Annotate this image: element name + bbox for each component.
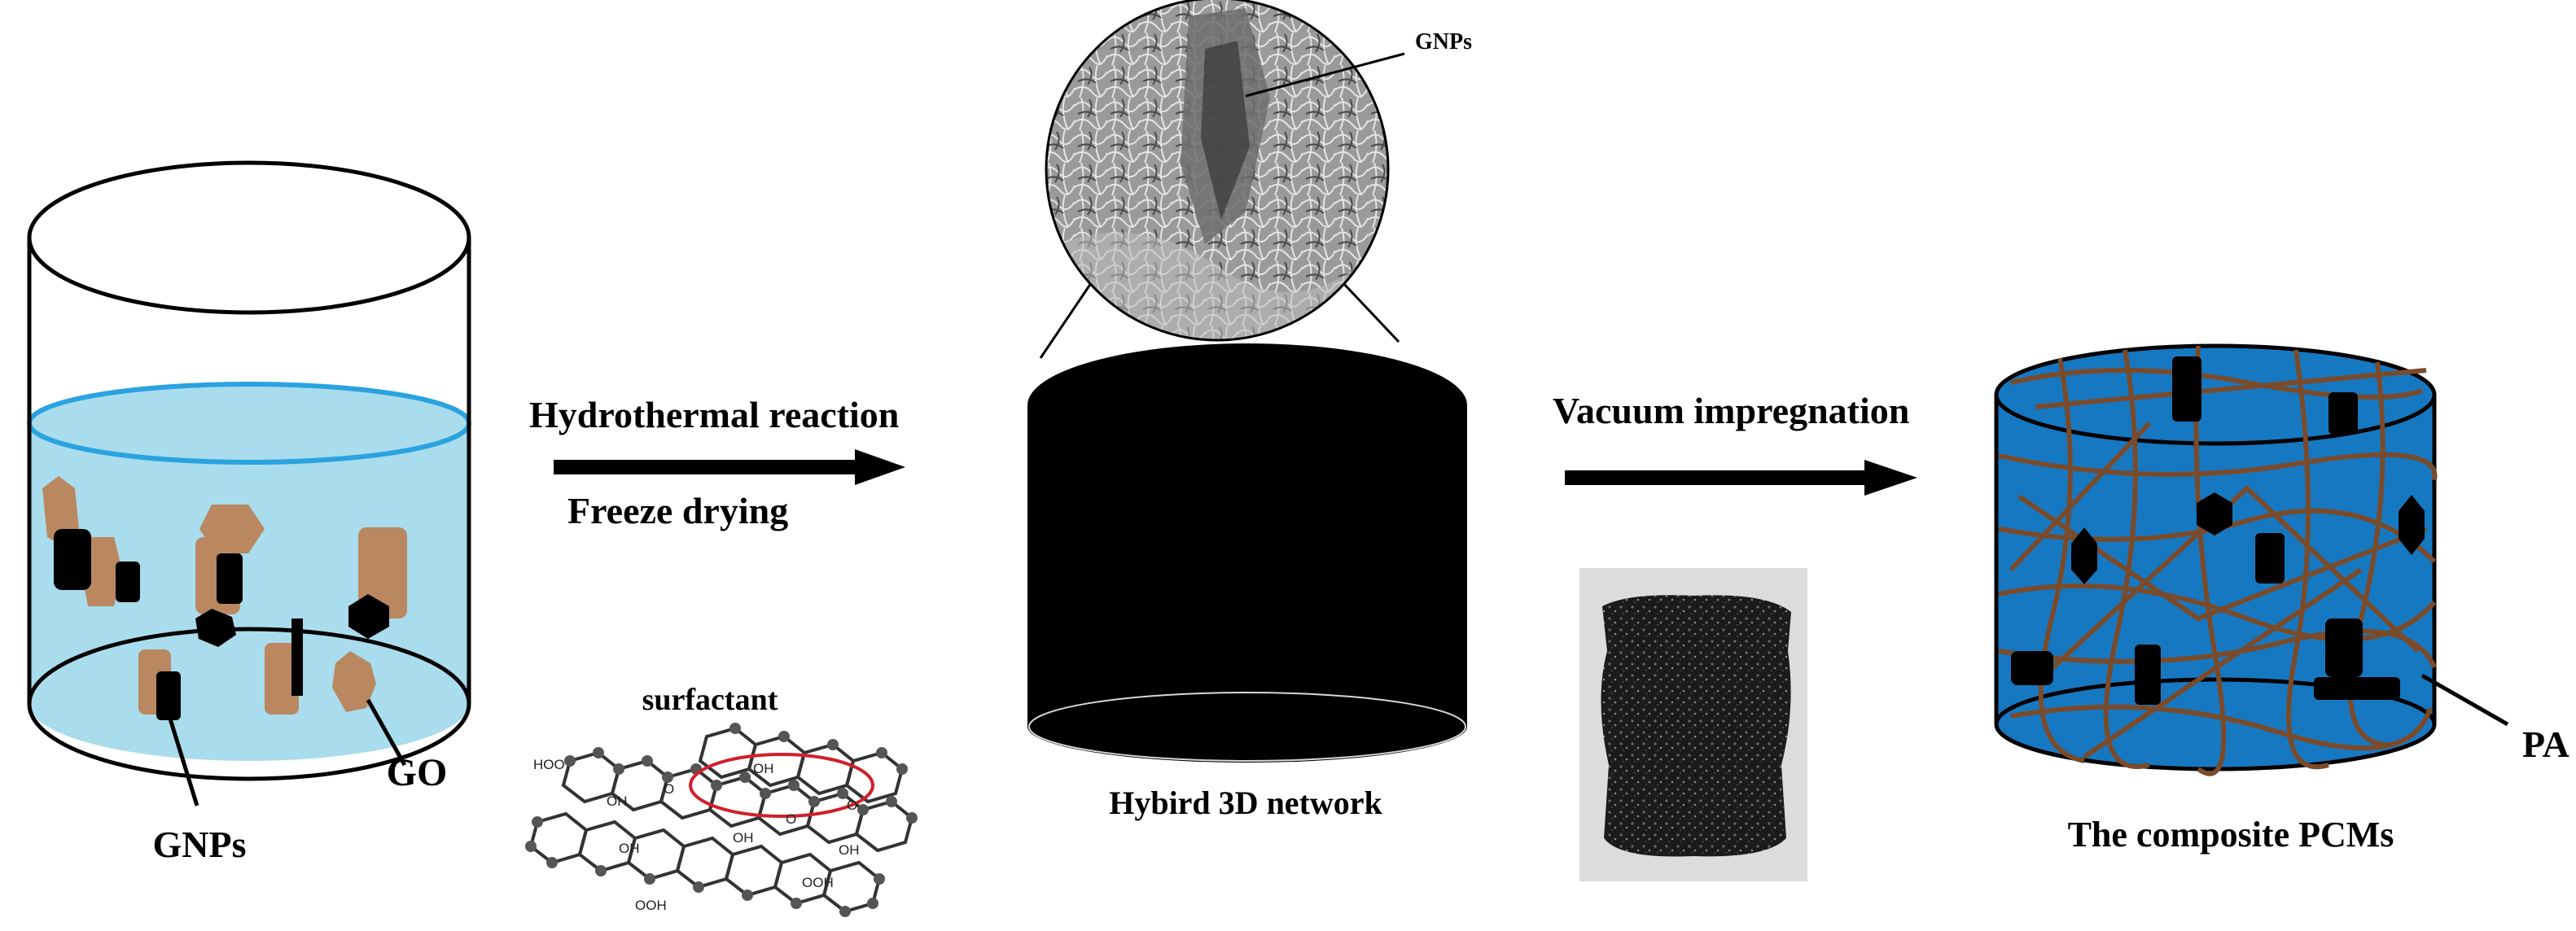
water-surface [27, 382, 471, 465]
group-o-3: O [847, 798, 857, 813]
zoom-line-left [1039, 282, 1093, 359]
step-1-arrow-head [855, 449, 905, 485]
gnp-particles [54, 529, 389, 720]
group-hoo: HOO [533, 757, 565, 772]
group-oh-3: OH [619, 841, 640, 856]
step-1: Hydrothermal reaction Freeze drying [529, 394, 905, 531]
step-2: Vacuum impregnation [1553, 390, 1917, 496]
hydrothermal-label: Hydrothermal reaction [529, 394, 899, 435]
zoom-line-right [1342, 282, 1400, 343]
pa-label: PA [2522, 723, 2569, 765]
group-oh-2: OH [753, 761, 774, 776]
gnps-label: GNPs [153, 824, 247, 865]
sem-gnps-pointer [1245, 52, 1405, 98]
go-pointer [366, 698, 407, 767]
group-o-1: O [664, 781, 674, 797]
pa-pointer [2420, 673, 2509, 727]
go-label: GO [387, 751, 448, 794]
group-oh-4: OH [733, 830, 754, 846]
composite-gnps [2011, 356, 2425, 705]
sem-circle-border [1045, 0, 1390, 342]
cylinder-base-outline [1028, 692, 1466, 762]
gnps-pointer [167, 715, 199, 806]
vacuum-impregnation-label: Vacuum impregnation [1553, 390, 1909, 431]
freeze-drying-label: Freeze drying [567, 490, 788, 531]
graphene-lattice [528, 726, 914, 914]
group-ooh-1: OOH [635, 898, 667, 913]
beaker-bottom [27, 627, 471, 781]
hybrid-3d-network-cylinder: Hybird 3D network [1027, 343, 1467, 821]
sem-gnps-label: GNPs [1415, 29, 1472, 55]
sem-micrograph: GNPs [1039, 0, 1472, 359]
group-ooh-2: OOH [802, 875, 834, 890]
group-oh-1: OH [607, 793, 628, 809]
group-oh-5: OH [839, 842, 860, 858]
beaker-rim [27, 160, 471, 315]
sample-monolith [1601, 595, 1791, 857]
beaker-with-dispersion: GNPs GO [27, 160, 471, 865]
composite-label: The composite PCMs [2068, 815, 2394, 855]
composite-pcm-cylinder: PA The composite PCMs [1994, 343, 2569, 855]
lattice-atoms [525, 723, 918, 917]
surfactant-label: surfactant [642, 683, 778, 717]
surfactant-molecule: surfactant [525, 683, 918, 917]
highlight-ring [689, 753, 874, 818]
sample-photo [1579, 568, 1807, 881]
step-2-arrow-head [1864, 460, 1917, 496]
group-o-2: O [786, 811, 796, 827]
network-label: Hybird 3D network [1109, 785, 1382, 821]
